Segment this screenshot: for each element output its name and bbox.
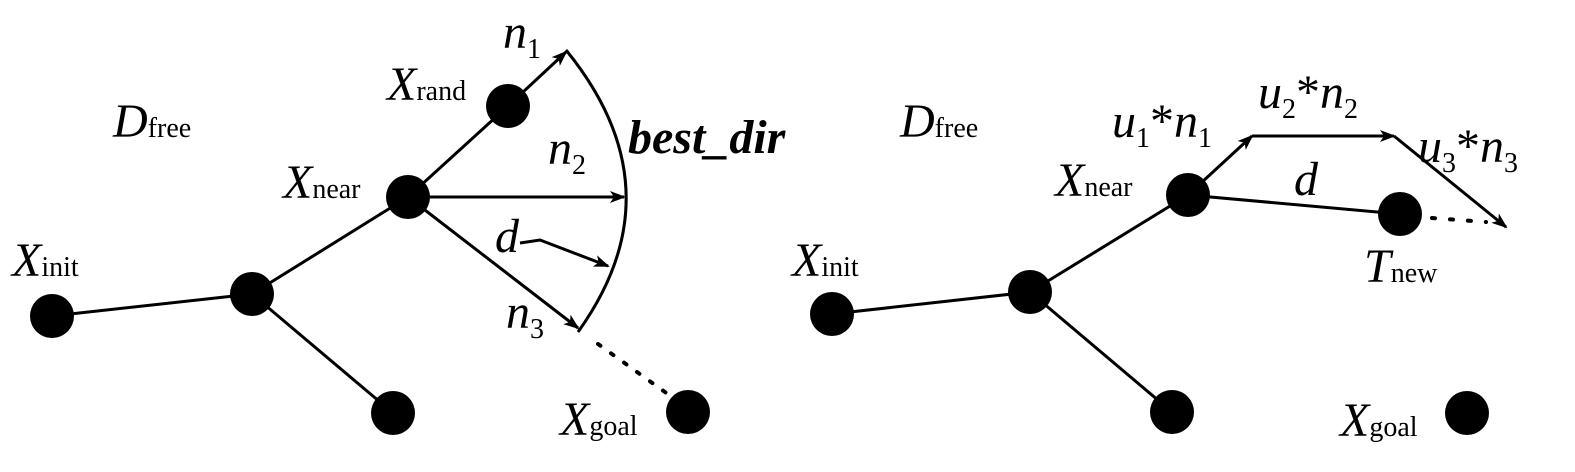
label-d-right: d — [1294, 153, 1319, 206]
node-init — [30, 294, 74, 338]
label-u1n1: u1*n1 — [1112, 95, 1212, 154]
label-u3n3: u3*n3 — [1418, 120, 1518, 179]
right-panel: Dfree Xinit Xnear Xgoal Tnew d u1*n1 u2*… — [790, 66, 1518, 447]
arrow-n3 — [407, 195, 580, 330]
label-d-free-right: Dfree — [899, 95, 978, 148]
label-n1: n1 — [503, 6, 541, 65]
edge-init-branch — [51, 292, 253, 318]
node-branch-right — [1008, 270, 1052, 314]
node-init-right — [810, 292, 854, 336]
node-goal — [666, 390, 710, 434]
label-x-rand: Xrand — [385, 58, 466, 111]
edge-branch-near — [251, 195, 409, 296]
edge-branch-leaf — [251, 292, 394, 415]
label-d: d — [495, 210, 520, 263]
node-near-right — [1166, 173, 1210, 217]
label-best-dir: best_dir — [628, 111, 787, 164]
arrow-u3n3 — [1393, 134, 1508, 229]
edge-branch-near-right — [1029, 193, 1189, 294]
edge-init-branch-right — [831, 290, 1031, 316]
node-branch — [230, 272, 274, 316]
label-n3: n3 — [506, 286, 544, 345]
label-x-goal-right: Xgoal — [1338, 394, 1418, 447]
left-panel: Dfree Xinit Xnear Xrand Xgoal n1 n2 n3 d… — [10, 6, 787, 446]
label-n2: n2 — [548, 122, 586, 181]
label-x-near: Xnear — [281, 156, 361, 209]
dotted-path-goal — [596, 342, 678, 402]
label-t-new: Tnew — [1364, 240, 1438, 293]
node-leaf — [371, 391, 415, 435]
node-rand — [486, 84, 530, 128]
d-pointer — [519, 238, 610, 268]
label-x-near-right: Xnear — [1053, 154, 1133, 207]
edge-near-rand — [406, 104, 510, 199]
node-near — [386, 175, 430, 219]
node-leaf-right — [1150, 390, 1194, 434]
best-dir-arc — [564, 49, 628, 333]
node-new — [1378, 192, 1422, 236]
edge-near-new — [1187, 193, 1401, 216]
label-d-free: Dfree — [112, 95, 191, 148]
label-u2n2: u2*n2 — [1258, 66, 1358, 125]
label-x-init-right: Xinit — [790, 234, 859, 287]
edge-branch-leaf-right — [1029, 290, 1173, 414]
label-x-goal: Xgoal — [558, 393, 638, 446]
label-x-init: Xinit — [10, 234, 79, 287]
node-goal-right — [1445, 391, 1489, 435]
dotted-trail-new — [1430, 216, 1488, 224]
